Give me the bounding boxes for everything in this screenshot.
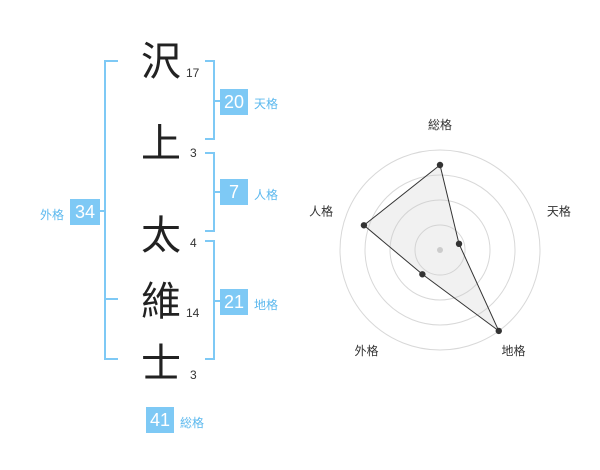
- radar-rings: [339, 149, 541, 351]
- jinkaku-value-badge: 7: [220, 179, 248, 205]
- name-char-5: 士: [141, 341, 181, 387]
- radar-points: [360, 161, 502, 335]
- name-char-4: 維: [141, 279, 181, 325]
- radar-axis-label-1: 天格: [547, 203, 571, 218]
- jinkaku-bracket-bottom: [205, 230, 215, 232]
- soukaku-label: 総格: [180, 416, 205, 430]
- chikaku-value-badge: 21: [220, 289, 248, 315]
- radar-polygon: [363, 164, 500, 332]
- gaikaku-bracket-mid: [104, 298, 118, 300]
- radar-ring-4: [339, 149, 541, 351]
- radar-point-2: [495, 327, 502, 335]
- chikaku-label: 地格: [254, 298, 279, 312]
- radar-ring-1: [414, 224, 466, 276]
- radar-ring-2: [389, 199, 491, 301]
- tenkaku-bracket-stem: [213, 100, 221, 102]
- radar-polygon-layer: [363, 164, 500, 332]
- chikaku-bracket-stem: [213, 300, 221, 302]
- gaikaku-value-badge: 34: [70, 199, 100, 225]
- gaikaku-bracket-bottom: [104, 358, 118, 360]
- tenkaku-value-badge: 20: [220, 89, 248, 115]
- radar-ring-3: [364, 174, 516, 326]
- radar-point-4: [360, 222, 368, 229]
- name-char-3: 太: [141, 213, 181, 259]
- tenkaku-bracket-bottom: [205, 138, 215, 140]
- stroke-count-2: 3: [190, 146, 197, 160]
- stroke-count-4: 14: [186, 306, 200, 320]
- radar-axis-label-2: 地格: [501, 343, 525, 358]
- stroke-count-3: 4: [190, 236, 197, 250]
- jinkaku-bracket-top: [205, 152, 215, 154]
- gaikaku-bracket-stem: [98, 210, 106, 212]
- jinkaku-bracket-stem: [213, 191, 221, 193]
- chikaku-bracket-top: [205, 240, 215, 242]
- stroke-count-1: 17: [186, 66, 200, 80]
- jinkaku-label: 人格: [254, 188, 279, 202]
- name-char-1: 沢: [141, 39, 181, 85]
- chikaku-bracket-bottom: [205, 358, 215, 360]
- radar-axis-label-3: 外格: [355, 343, 379, 358]
- gaikaku-bracket-top: [104, 60, 118, 62]
- radar-point-3: [419, 271, 426, 278]
- radar-axis-label-0: 総格: [428, 117, 452, 132]
- name-char-2: 上: [141, 121, 181, 167]
- gaikaku-label: 外格: [40, 208, 65, 222]
- tenkaku-bracket-top: [205, 60, 215, 62]
- radar-axis-label-4: 人格: [309, 203, 333, 218]
- radar-center-dot: [437, 247, 443, 253]
- soukaku-value-badge: 41: [146, 407, 174, 433]
- radar-point-0: [436, 161, 444, 169]
- stroke-count-5: 3: [190, 368, 197, 382]
- radar-point-1: [455, 240, 463, 248]
- tenkaku-label: 天格: [254, 97, 279, 111]
